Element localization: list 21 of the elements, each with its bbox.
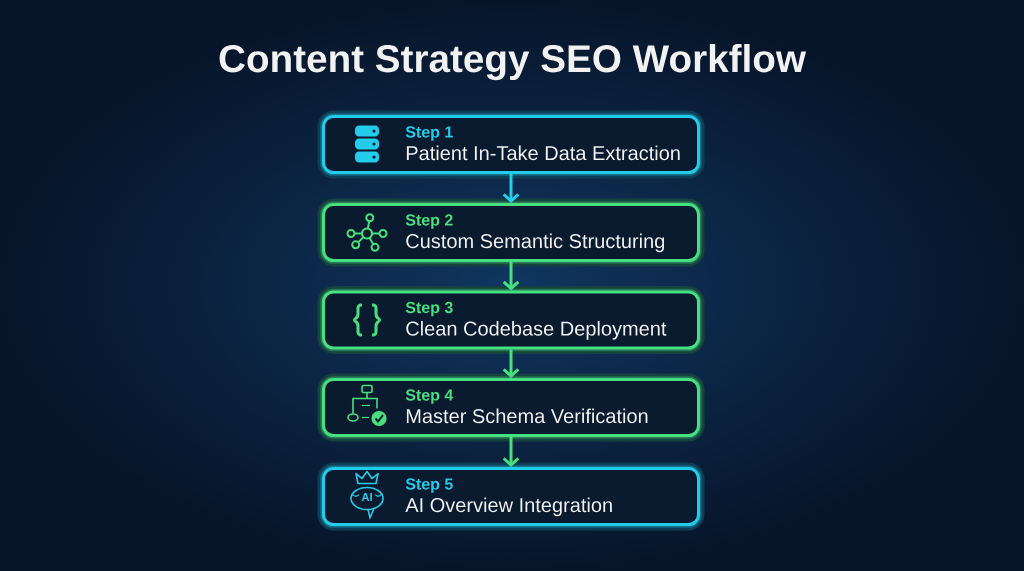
arrow (502, 437, 520, 467)
step-title: Clean Codebase Deployment (406, 321, 667, 340)
step-label: Step 5 (405, 478, 453, 493)
step-box (317, 110, 705, 179)
step-label: Step 4 (405, 389, 454, 404)
step-box (317, 198, 705, 267)
step-box (317, 286, 705, 354)
step-label: Step 3 (405, 301, 453, 317)
step-title: Patient In-Take Data Extraction (406, 145, 680, 161)
step-title: Custom Semantic Structuring (406, 233, 665, 253)
icon-text: AI (361, 493, 372, 501)
step-title: AI Overview Integration (405, 497, 612, 517)
arrow (502, 262, 520, 291)
arrow (502, 349, 520, 378)
title: Content Strategy SEO Workflow (219, 44, 807, 81)
step-title: Master Schema Verification (406, 408, 648, 424)
step-label: Step 2 (405, 214, 453, 229)
step-box (317, 373, 705, 442)
arrow (502, 174, 520, 203)
step-box (317, 462, 705, 531)
step-label: Step 1 (405, 126, 453, 141)
